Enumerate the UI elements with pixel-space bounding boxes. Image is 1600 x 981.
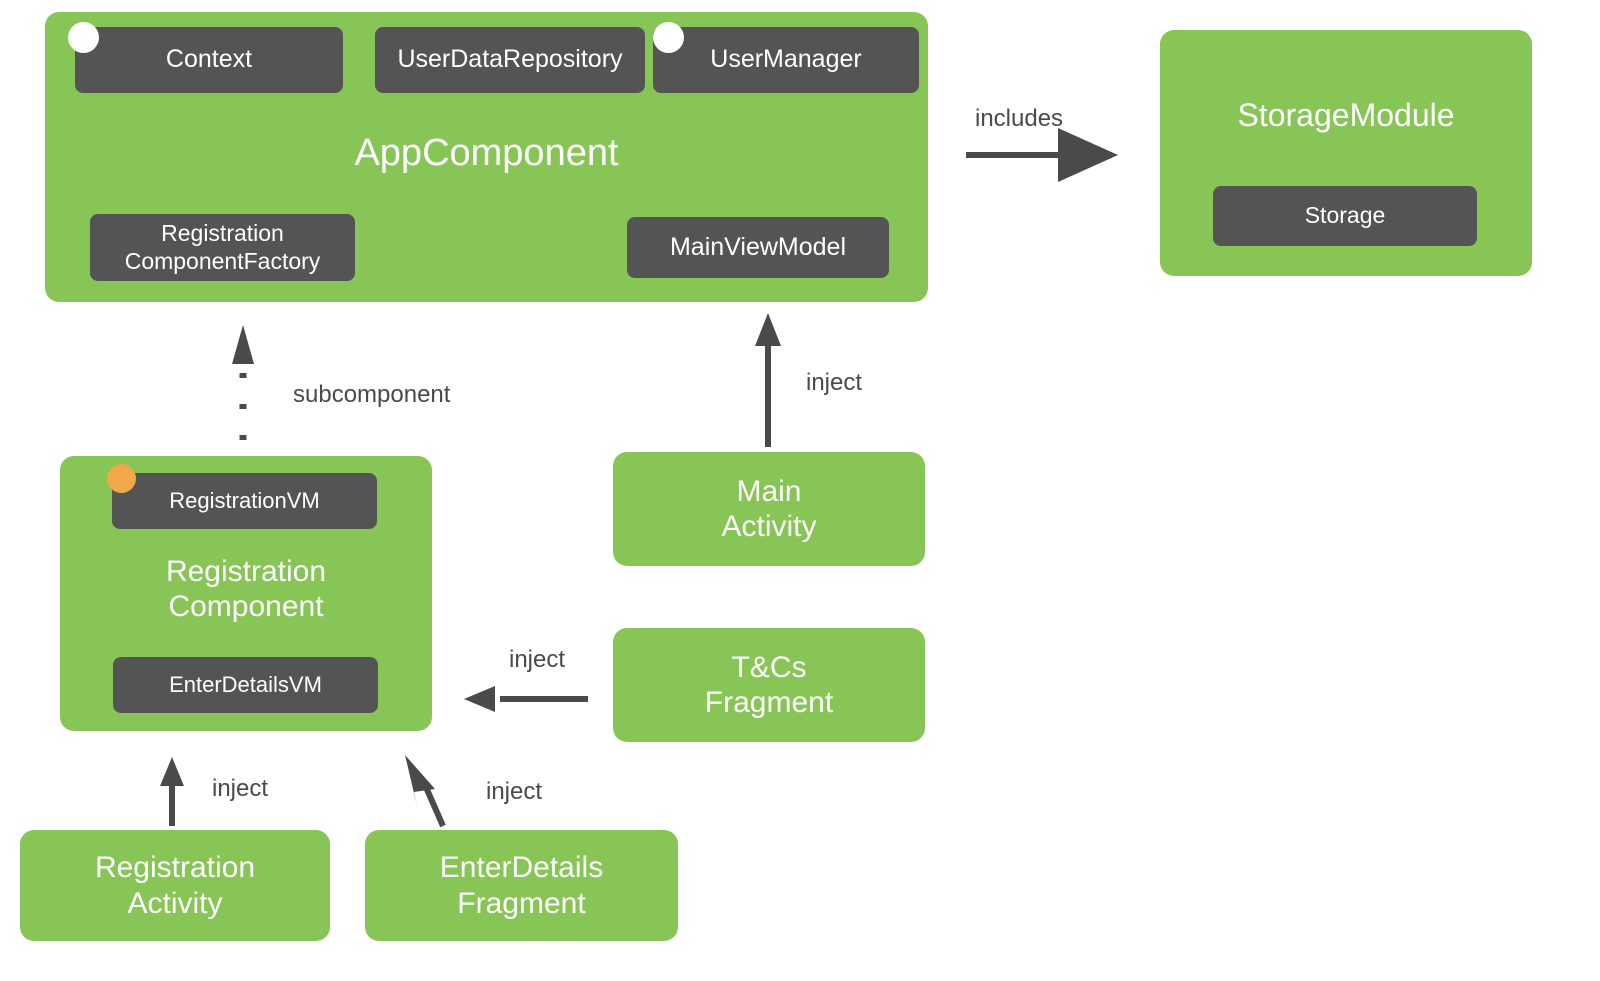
- binding-enter-details-vm-label: EnterDetailsVM: [169, 672, 322, 698]
- edge-inject-tcs-fragment: [464, 686, 588, 712]
- edge-label-subcomponent: subcomponent: [293, 381, 451, 408]
- client-tcs-fragment-label: T&Cs Fragment: [704, 650, 834, 719]
- binding-registration-component-factory[interactable]: Registration ComponentFactory: [90, 214, 355, 281]
- edge-label-inject-main-activity: inject: [806, 369, 863, 396]
- binding-user-manager-label: UserManager: [710, 45, 862, 74]
- entry-point-dot-user-manager: [653, 22, 684, 53]
- client-main-activity-label: Main Activity: [721, 474, 817, 543]
- binding-context[interactable]: Context: [75, 27, 343, 93]
- client-main-activity[interactable]: Main Activity: [613, 452, 925, 566]
- edge-inject-registration-activity: [160, 757, 184, 826]
- edge-inject-enterdetails-fragment: [405, 755, 446, 828]
- storage-module-title: StorageModule: [1237, 97, 1455, 133]
- entry-point-dot-context: [68, 22, 99, 53]
- binding-user-data-repository-label: UserDataRepository: [397, 45, 623, 74]
- binding-user-manager[interactable]: UserManager: [653, 27, 919, 93]
- edge-subcomponent: [232, 325, 254, 440]
- client-registration-activity-label: Registration Activity: [94, 851, 256, 920]
- binding-user-data-repository[interactable]: UserDataRepository: [375, 27, 645, 93]
- binding-registration-vm-label: RegistrationVM: [169, 488, 320, 514]
- app-component-title: AppComponent: [354, 132, 619, 174]
- binding-context-label: Context: [165, 45, 253, 74]
- client-enterdetails-fragment[interactable]: EnterDetails Fragment: [365, 830, 678, 941]
- binding-main-view-model-label: MainViewModel: [669, 232, 846, 261]
- binding-registration-vm[interactable]: RegistrationVM: [112, 473, 377, 529]
- edge-inject-main-activity: [755, 313, 781, 447]
- binding-enter-details-vm[interactable]: EnterDetailsVM: [113, 657, 378, 713]
- binding-registration-component-factory-label: Registration ComponentFactory: [124, 220, 321, 274]
- client-enterdetails-fragment-label: EnterDetails Fragment: [439, 851, 604, 920]
- client-registration-activity[interactable]: Registration Activity: [20, 830, 330, 941]
- client-tcs-fragment[interactable]: T&Cs Fragment: [613, 628, 925, 742]
- edge-label-includes: includes: [975, 105, 1064, 132]
- edge-label-inject-tcs-fragment: inject: [509, 646, 566, 673]
- entry-point-dot-registration-vm: [107, 464, 136, 493]
- edge-label-inject-registration-activity: inject: [212, 775, 269, 802]
- edge-label-inject-enterdetails-fragment: inject: [486, 778, 543, 805]
- binding-main-view-model[interactable]: MainViewModel: [627, 217, 889, 278]
- binding-storage[interactable]: Storage: [1213, 186, 1477, 246]
- binding-storage-label: Storage: [1304, 202, 1386, 229]
- registration-component-title: Registration Component: [165, 555, 327, 624]
